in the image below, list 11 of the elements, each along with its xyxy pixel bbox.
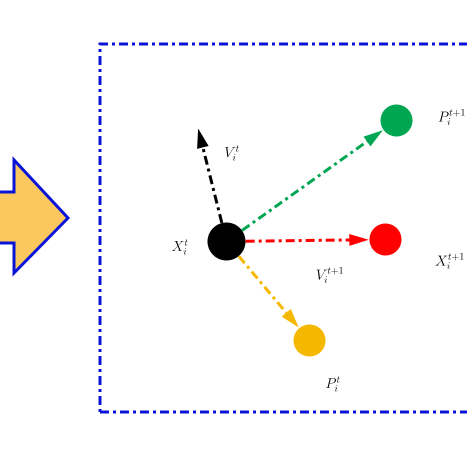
point-dot	[294, 324, 326, 356]
point-label: $X_i^t$	[172, 239, 188, 255]
point-label: $P_i^{t+1}$	[438, 109, 465, 125]
point-dot	[208, 222, 246, 260]
point-dot	[370, 224, 402, 256]
point-label: $X_i^{t+1}$	[436, 253, 464, 269]
edge-label: $V_i^{t+1}$	[314, 266, 346, 284]
dashed-frame	[98, 42, 467, 414]
edge-label: $V_i^t$	[223, 144, 241, 162]
point-dot	[380, 104, 412, 136]
point-label: $P_i^t$	[326, 376, 340, 392]
